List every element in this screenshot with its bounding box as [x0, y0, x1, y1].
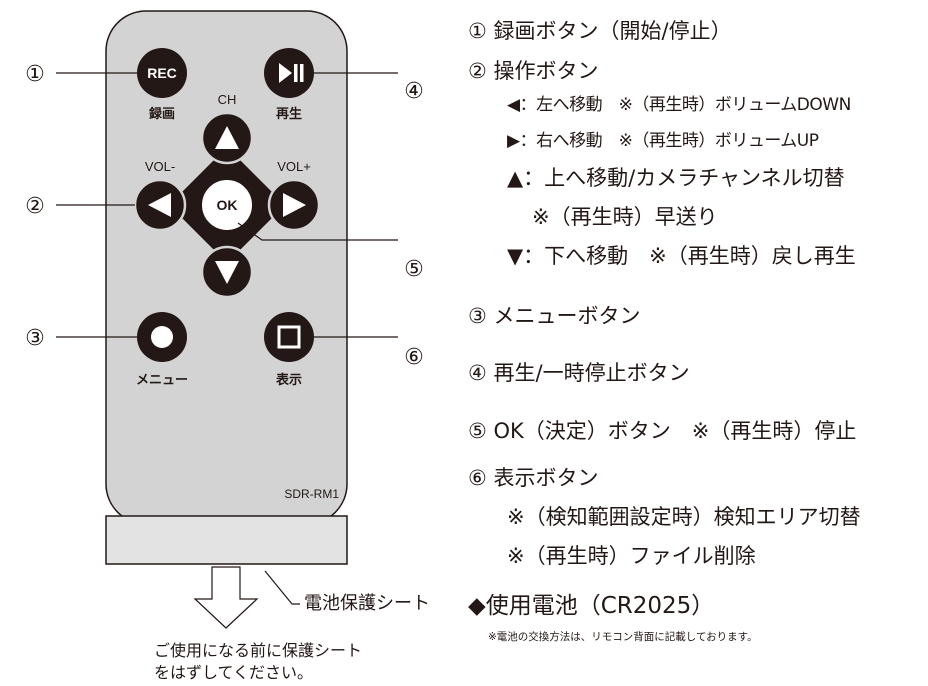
ok-button[interactable]: OK — [200, 178, 254, 232]
callout-2: ② — [25, 194, 45, 219]
rec-caption: 録画 — [149, 106, 175, 122]
legend-item-4: ④ 再生/一時停止ボタン — [468, 361, 690, 385]
vol-plus-label: VOL+ — [277, 159, 311, 174]
legend-item-6-note-1: ※（検知範囲設定時）検知エリア切替 — [507, 505, 861, 529]
play-pause-icon — [279, 63, 304, 83]
down-arrow-icon — [215, 261, 239, 284]
ok-label: OK — [217, 197, 238, 213]
menu-button[interactable] — [137, 312, 187, 362]
legend-item-2-up: ▲：上へ移動/カメラチャンネル切替 — [507, 166, 845, 190]
legend-item-2-down: ▼：下へ移動 ※（再生時）戻し再生 — [507, 244, 856, 268]
model-label: SDR-RM1 — [284, 487, 339, 501]
battery-protection-sheet — [105, 515, 348, 565]
legend-item-6: ⑥ 表示ボタン — [468, 466, 599, 490]
legend-item-6-note-2: ※（再生時）ファイル削除 — [507, 544, 756, 568]
right-button[interactable] — [267, 178, 321, 232]
callout-6: ⑥ — [404, 345, 424, 370]
legend-item-3: ③ メニューボタン — [468, 304, 641, 328]
up-arrow-icon — [215, 126, 239, 149]
legend-item-5: ⑤ OK（決定）ボタン ※（再生時）停止 — [468, 419, 857, 443]
display-caption: 表示 — [275, 372, 302, 388]
rec-label: REC — [147, 65, 177, 81]
remove-direction-arrow-icon — [193, 566, 259, 629]
square-icon — [277, 325, 301, 349]
legend-item-2-up-note: ※（再生時）早送り — [532, 205, 718, 229]
battery-title: ◆使用電池（CR2025） — [468, 593, 715, 619]
legend-item-1: ① 録画ボタン（開始/停止） — [468, 19, 732, 43]
left-button[interactable] — [133, 178, 187, 232]
display-button[interactable] — [264, 312, 314, 362]
down-button[interactable] — [200, 245, 254, 299]
legend-item-2-left: ◀：左へ移動 ※（再生時）ボリュームDOWN — [507, 95, 851, 115]
legend-item-2: ② 操作ボタン — [468, 59, 599, 83]
callout-4: ④ — [404, 79, 424, 104]
callout-5: ⑤ — [404, 257, 424, 282]
play-pause-button[interactable] — [264, 48, 314, 98]
left-arrow-icon — [148, 193, 171, 217]
playpause-caption: 再生 — [276, 106, 302, 122]
vol-minus-label: VOL- — [145, 159, 175, 174]
up-button[interactable] — [200, 111, 254, 165]
menu-caption: メニュー — [136, 373, 188, 388]
battery-note: ※電池の交換方法は、リモコン背面に記載しております。 — [488, 631, 758, 643]
ch-label: CH — [218, 92, 237, 107]
legend-item-2-right: ▶：右へ移動 ※（再生時）ボリュームUP — [507, 131, 819, 151]
battery-sheet-label: 電池保護シート — [304, 593, 430, 614]
callout-lines — [56, 72, 398, 605]
right-arrow-icon — [283, 193, 306, 217]
callout-3: ③ — [25, 326, 45, 351]
circle-icon — [151, 326, 173, 348]
removal-note-line-1: ご使用になる前に保護シート — [154, 641, 363, 660]
removal-note-line-2: をはずしてください。 — [154, 663, 314, 682]
callout-1: ① — [25, 62, 45, 87]
rec-button[interactable]: REC — [137, 48, 187, 98]
